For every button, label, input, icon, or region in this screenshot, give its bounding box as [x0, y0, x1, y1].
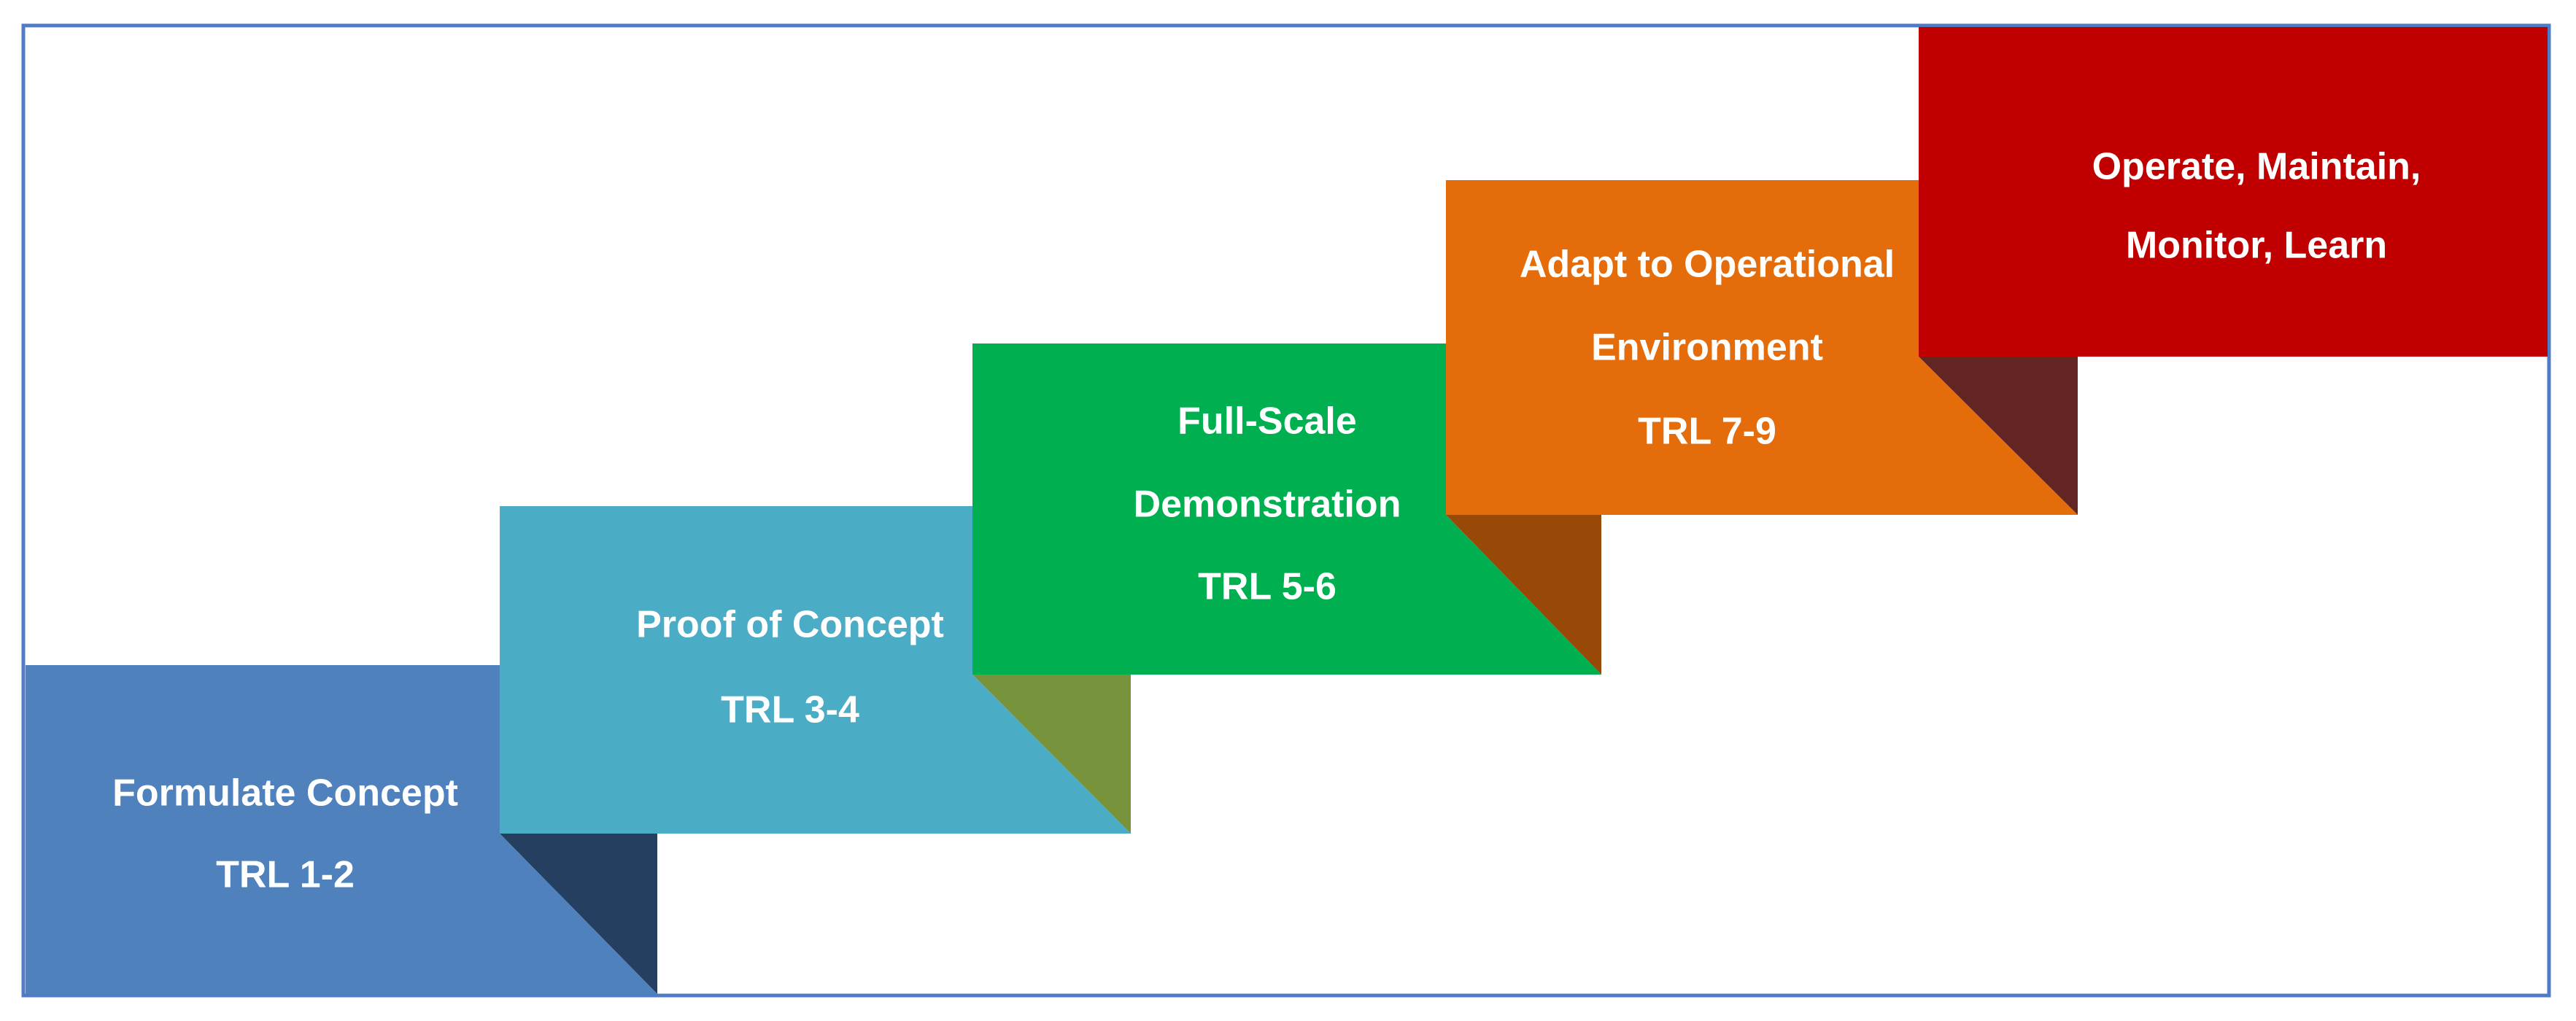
step-3-box	[972, 343, 1601, 675]
step-5-box	[1919, 27, 2548, 357]
step-3-line3: TRL 5-6	[1198, 566, 1337, 608]
step-4: Adapt to Operational Environment TRL 7-9	[1446, 180, 2078, 515]
step-2: Proof of Concept TRL 3-4	[500, 506, 1131, 834]
step-5: Operate, Maintain, Monitor, Learn	[1919, 27, 2548, 357]
step-1-box	[26, 665, 657, 994]
step-2-line1: Proof of Concept	[636, 604, 944, 646]
step-1: Formulate Concept TRL 1-2	[26, 665, 657, 994]
step-3-line1: Full-Scale	[1177, 400, 1357, 443]
step-2-box	[500, 506, 1131, 834]
step-1-line2: TRL 1-2	[216, 854, 355, 896]
step-4-line2: Environment	[1591, 327, 1823, 369]
step-3: Full-Scale Demonstration TRL 5-6	[972, 343, 1601, 675]
step-4-line3: TRL 7-9	[1638, 411, 1776, 453]
step-1-line1: Formulate Concept	[112, 772, 458, 815]
step-2-line2: TRL 3-4	[721, 689, 859, 731]
step-3-line2: Demonstration	[1134, 484, 1401, 526]
step-4-box	[1446, 180, 2078, 515]
step-5-line2: Monitor, Learn	[2126, 225, 2387, 267]
step-4-line1: Adapt to Operational	[1520, 244, 1895, 286]
step-5-line1: Operate, Maintain,	[2092, 146, 2421, 188]
